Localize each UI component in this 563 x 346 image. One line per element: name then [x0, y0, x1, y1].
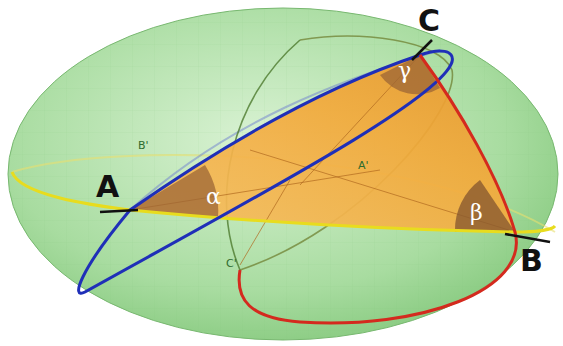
angle-label: β [470, 202, 483, 224]
vertex-label: C [418, 6, 440, 36]
sphere [8, 8, 558, 340]
vertex-label: A [96, 172, 119, 202]
angle-label: α [206, 186, 221, 208]
vertex-label: B [520, 246, 543, 276]
sphere-grid [8, 8, 558, 340]
spherical-triangle [130, 55, 515, 232]
red-great-circle [239, 55, 516, 323]
angle-label: γ [398, 60, 411, 82]
antipode-label: C' [226, 258, 237, 269]
vertex-tick-a [100, 210, 138, 212]
vertex-tick-c [412, 40, 432, 60]
blue-great-circle [79, 51, 453, 293]
antipode-label: A' [358, 160, 369, 171]
vertex-tick-b [505, 234, 550, 242]
antipode-label: B' [138, 140, 149, 151]
